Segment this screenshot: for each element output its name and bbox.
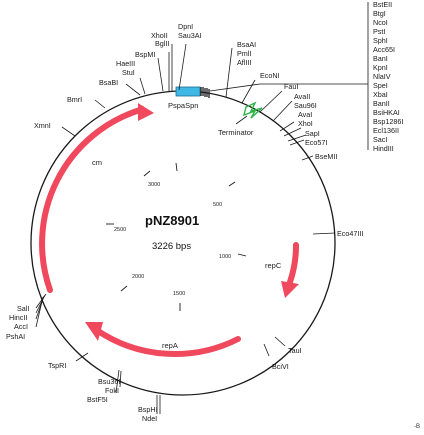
feature-label-cm: cm <box>92 158 102 167</box>
tick-label-3000: 3000 <box>148 182 160 188</box>
site-afliii: AflIII <box>237 58 251 67</box>
site-eco57i: Eco57I <box>305 138 327 147</box>
site-bcivi: BciVI <box>272 362 289 371</box>
repC-arrow <box>281 242 300 298</box>
corner-mark: -B <box>414 424 420 430</box>
mcs-site: SphI <box>373 36 388 45</box>
site-pshai: PshAI <box>6 332 25 341</box>
mcs-site: HindIII <box>373 144 394 153</box>
site-bspmi: BspMI <box>135 50 155 59</box>
scale-tick-labels: 500 1000 1500 2000 2500 3000 <box>114 182 231 297</box>
site-xhoii: XhoII <box>151 31 168 40</box>
site-stui: StuI <box>122 68 135 77</box>
mcs-site-list: BstEII BtgI NcoI PstI SphI Acc65I BanI K… <box>373 0 403 153</box>
terminator-label: Terminator <box>218 128 254 137</box>
site-ndei: NdeI <box>142 414 157 423</box>
tick-label-2000: 2000 <box>132 274 144 280</box>
plasmid-name: pNZ8901 <box>145 213 199 228</box>
site-bglii: BglII <box>155 39 169 48</box>
mcs-site: XbaI <box>373 90 388 99</box>
cm-arrow <box>39 103 154 293</box>
tick-label-1000: 1000 <box>219 254 231 260</box>
site-sau96i: Sau96I <box>294 101 317 110</box>
tick-label-2500: 2500 <box>114 227 126 233</box>
terminator-leader <box>235 115 248 125</box>
mcs-site: NcoI <box>373 18 388 27</box>
site-bsu36i: Bsu36I <box>98 377 120 386</box>
mcs-site: BanII <box>373 99 390 108</box>
feature-label-repC: repC <box>265 261 282 270</box>
tick-label-500: 500 <box>213 202 222 208</box>
promoter-box <box>175 86 201 97</box>
feature-label-repA: repA <box>162 341 178 350</box>
site-aval: AvaI <box>298 110 312 119</box>
tick-label-1500: 1500 <box>173 291 185 297</box>
site-bsphi: BspHI <box>138 405 158 414</box>
mcs-site: Ecl136II <box>373 126 399 135</box>
site-bstf5i: BstF5I <box>87 395 108 404</box>
site-sau3ai: Sau3AI <box>178 31 202 40</box>
site-tspri: TspRI <box>48 361 66 370</box>
site-leaders <box>35 43 336 414</box>
site-foki: FokI <box>105 386 119 395</box>
site-xmni: XmnI <box>34 121 51 130</box>
mcs-site: BanI <box>373 54 388 63</box>
site-bsaai: BsaAI <box>237 40 256 49</box>
scale-tick-marks <box>106 162 247 311</box>
mcs-site: BsiHKAI <box>373 108 400 117</box>
site-taui: TauI <box>288 346 302 355</box>
site-sali: SalI <box>17 304 29 313</box>
mcs-site: KpnI <box>373 63 388 72</box>
site-eco47iii: Eco47III <box>337 229 363 238</box>
mcs-site: PstI <box>373 27 385 36</box>
mcs-hatch <box>200 87 210 98</box>
site-pmli: PmlI <box>237 49 251 58</box>
site-bmri: BmrI <box>67 95 82 104</box>
mcs-site: SpeI <box>373 81 388 90</box>
site-faui: FauI <box>284 82 298 91</box>
plasmid-size: 3226 bps <box>152 241 191 252</box>
site-econi: EcoNI <box>260 71 280 80</box>
mcs-site: BtgI <box>373 9 386 18</box>
site-xhoi: XhoI <box>298 119 313 128</box>
mcs-site: NlaIV <box>373 72 391 81</box>
site-bsabi: BsaBI <box>99 78 118 87</box>
site-sapi: SapI <box>305 129 320 138</box>
mcs-site: BstEII <box>373 0 392 9</box>
site-haeiii: HaeIII <box>116 59 135 68</box>
mcs-site: Bsp1286I <box>373 117 403 126</box>
site-hincii: HincII <box>9 313 27 322</box>
repA-arrow <box>85 322 241 357</box>
mcs-site: Acc65I <box>373 45 395 54</box>
site-acci: AccI <box>14 322 28 331</box>
site-avaii: AvaII <box>294 92 310 101</box>
terminator-symbol <box>243 101 263 119</box>
mcs-site: SacI <box>373 135 387 144</box>
site-bsemii: BseMII <box>315 152 337 161</box>
site-dpni: DpnI <box>178 22 193 31</box>
promoter-label: PspaSpn <box>168 101 198 110</box>
